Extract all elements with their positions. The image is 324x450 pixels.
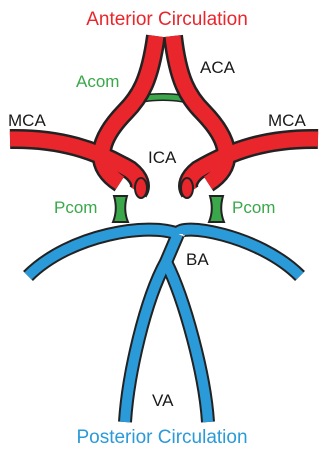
pcom-left-vessel: [113, 196, 128, 222]
pcom-right-vessel: [209, 196, 224, 222]
ica-right-cut-end: [181, 178, 193, 198]
pcom-left-label: Pcom: [54, 198, 97, 217]
mca-right-label: MCA: [268, 111, 306, 130]
ba-label: BA: [186, 250, 209, 269]
mca-left-label: MCA: [8, 111, 46, 130]
va-label: VA: [152, 391, 174, 410]
basilar-artery-vessel: [166, 234, 178, 262]
ica-label: ICA: [148, 148, 177, 167]
anterior-circulation-title: Anterior Circulation: [86, 9, 248, 30]
posterior-circulation-title: Posterior Circulation: [76, 427, 247, 448]
aca-label: ACA: [200, 58, 236, 77]
acom-label: Acom: [76, 72, 119, 91]
ica-left-cut-end: [135, 178, 147, 198]
pcom-right-label: Pcom: [232, 198, 275, 217]
